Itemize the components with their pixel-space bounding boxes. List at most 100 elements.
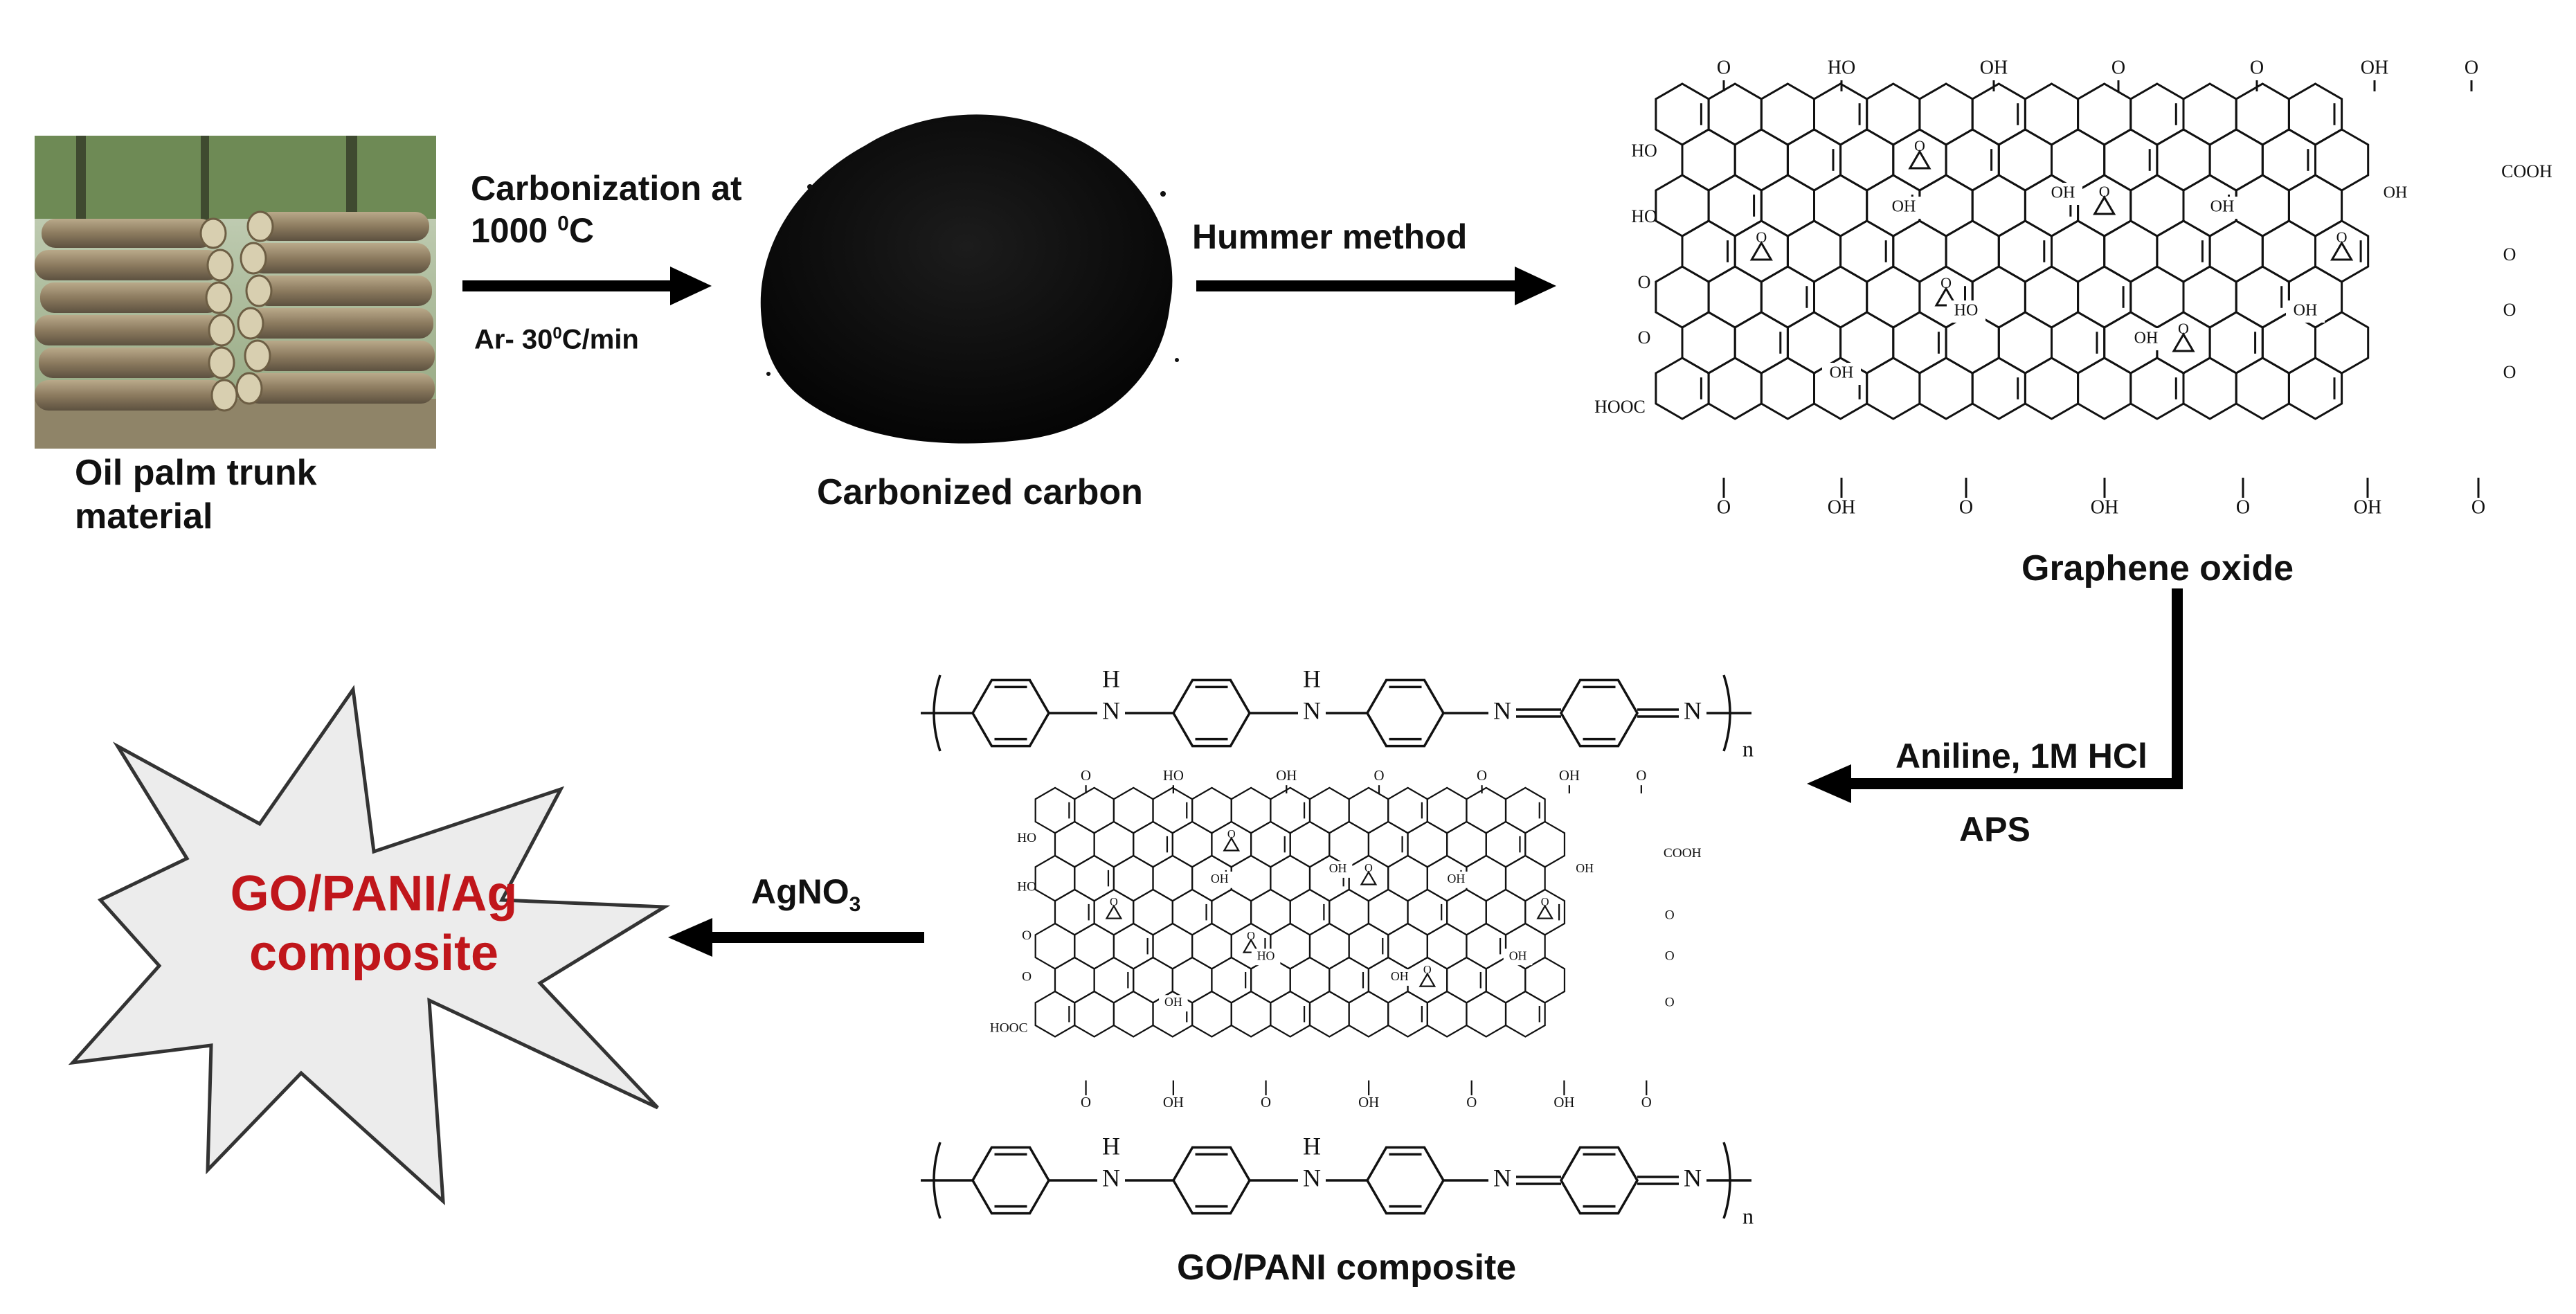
- hexagon-ring: [2129, 174, 2185, 237]
- group-top: O: [1081, 768, 1091, 784]
- amine-h: H: [1102, 665, 1120, 692]
- hexagon-ring: [2208, 128, 2264, 192]
- carbonization-line1: Carbonization at: [471, 169, 742, 208]
- amine-n: N: [1303, 1164, 1321, 1191]
- hexagon-ring: [1446, 888, 1487, 936]
- hexagon-ring: [2182, 82, 2237, 146]
- group-inner: HO: [1257, 948, 1275, 962]
- benzene-ring: [1171, 1146, 1252, 1215]
- epoxide-o: O: [1227, 827, 1236, 840]
- group-bottom: O: [1641, 1095, 1652, 1110]
- hexagon-ring: [1230, 786, 1272, 834]
- group-inner: HO: [1954, 302, 1979, 320]
- group-left: O: [1638, 272, 1651, 292]
- group-left: O: [1022, 928, 1032, 943]
- hexagon-ring: [1152, 922, 1194, 970]
- group-right: COOH: [1664, 846, 1702, 861]
- carbonization-line2: 1000 0C: [471, 211, 594, 250]
- benzene-ring: [1365, 678, 1445, 748]
- imine-n: N: [1493, 696, 1511, 724]
- hexagon-ring: [2261, 219, 2316, 283]
- benzene-ring: [1559, 678, 1639, 748]
- hexagon-ring: [1707, 265, 1763, 329]
- hexagon-ring: [1113, 990, 1154, 1038]
- hexagon-ring: [1093, 820, 1135, 868]
- carbonized-carbon-caption: Carbonized carbon: [817, 472, 1143, 512]
- bracket-right: [1722, 1142, 1731, 1219]
- benzene-ring: [971, 1146, 1051, 1215]
- label-bg: [1441, 871, 1471, 888]
- group-inner: OH: [1576, 861, 1594, 875]
- group-top: OH: [1559, 768, 1580, 784]
- epoxide-bridge: [1223, 836, 1241, 852]
- hexagon-ring: [2287, 174, 2343, 237]
- hexagon-ring: [1971, 174, 2026, 237]
- amine-n: N: [1102, 696, 1120, 724]
- hexagon-ring: [1152, 854, 1194, 902]
- label-bg: [1884, 197, 1923, 219]
- hexagon-ring: [1707, 82, 1763, 146]
- group-bottom: O: [1261, 1095, 1271, 1110]
- group-bottom: O: [1466, 1095, 1477, 1110]
- hexagon-ring: [1348, 990, 1389, 1038]
- group-inner: OH: [1391, 969, 1409, 983]
- carbonized-carbon-pile: [760, 114, 1179, 444]
- hexagon-ring: [1054, 820, 1095, 868]
- hexagon-ring: [1308, 922, 1350, 970]
- benzene-ring: [971, 678, 1051, 748]
- epoxide-o: O: [1364, 861, 1373, 874]
- group-bottom: OH: [1358, 1095, 1379, 1110]
- epoxide-o: O: [1247, 929, 1255, 942]
- hexagon-ring: [1918, 357, 1974, 420]
- epoxide-o: O: [1940, 274, 1952, 291]
- hexagon-ring: [2024, 357, 2080, 420]
- hexagon-ring: [1426, 922, 1468, 970]
- hexagon-ring: [1034, 922, 1076, 970]
- hexagon-ring: [1113, 854, 1154, 902]
- hexagon-ring: [1426, 786, 1468, 834]
- hexagon-ring: [1681, 311, 1736, 375]
- benzene-ring: [1559, 1146, 1639, 1215]
- amine-h: H: [1303, 1132, 1321, 1160]
- label-bg: [1323, 861, 1353, 878]
- epoxide-bridge: [1242, 938, 1260, 953]
- hexagon-ring: [1308, 990, 1350, 1038]
- hexagon-ring: [1230, 990, 1272, 1038]
- epoxide-o: O: [1914, 137, 1925, 154]
- group-inner: OH: [2384, 184, 2408, 202]
- benzene-ring: [1365, 1146, 1445, 1215]
- go-pani-ag-line2: composite: [249, 926, 499, 982]
- group-bottom: O: [2471, 496, 2485, 518]
- group-right: O: [1665, 908, 1675, 922]
- hexagon-ring: [2208, 219, 2264, 283]
- hexagon-ring: [1328, 888, 1370, 936]
- group-top: O: [2250, 57, 2264, 78]
- hexagon-ring: [1866, 357, 1921, 420]
- hexagon-lattice: [1034, 786, 1566, 1038]
- hexagon-ring: [1211, 888, 1252, 936]
- label-bg: [1159, 995, 1188, 1012]
- group-bottom: OH: [1553, 1095, 1574, 1110]
- oil-palm-caption-line1: Oil palm trunk: [75, 453, 317, 493]
- repeat-n: n: [1742, 1203, 1754, 1228]
- epoxide-o: O: [2099, 183, 2110, 200]
- group-inner: OH: [1509, 948, 1527, 962]
- group-left: HOOC: [990, 1021, 1028, 1036]
- aniline-label: Aniline, 1M HCl: [1895, 737, 2147, 775]
- hexagon-ring: [1074, 786, 1115, 834]
- epoxide-bridge: [1536, 904, 1554, 919]
- group-bottom: OH: [1163, 1095, 1184, 1110]
- group-right: O: [1665, 949, 1675, 964]
- hexagon-ring: [1839, 128, 1895, 192]
- hexagon-ring: [1034, 854, 1076, 902]
- group-inner: OH: [2051, 184, 2075, 202]
- group-top: OH: [1276, 768, 1297, 784]
- label-bg: [1947, 300, 1985, 323]
- group-bottom: OH: [2354, 496, 2381, 518]
- amine-h: H: [1303, 665, 1321, 692]
- hexagon-ring: [1997, 128, 2053, 192]
- hexagon-ring: [2024, 82, 2080, 146]
- hexagon-ring: [1504, 990, 1546, 1038]
